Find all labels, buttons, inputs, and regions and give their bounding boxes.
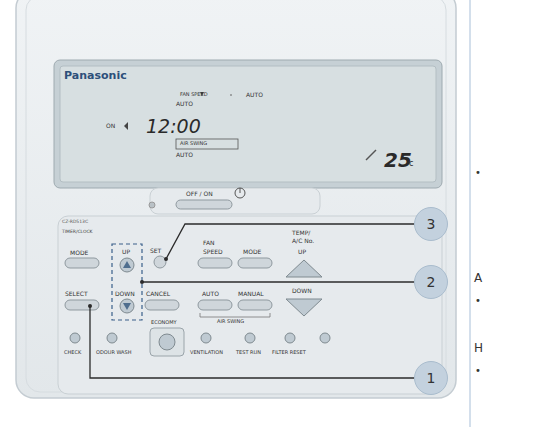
button-label: MANUAL xyxy=(238,291,264,297)
callout-circle: 2 xyxy=(414,265,448,299)
lcd-text: FAN SPEED xyxy=(180,92,208,97)
callout-circle: 1 xyxy=(414,361,448,395)
button-label: A/C No. xyxy=(292,238,314,244)
button-label: AIR SWING xyxy=(217,319,244,324)
page-text: A xyxy=(474,272,482,284)
button-label: ECONOMY xyxy=(151,320,177,325)
lcd-unit: c xyxy=(409,160,413,168)
lcd-text: AIR SWING xyxy=(180,141,207,146)
button-label: UP xyxy=(298,249,306,255)
brand-name: Panasonic xyxy=(64,70,127,81)
bullet: • xyxy=(475,366,481,376)
button-label: SELECT xyxy=(65,291,88,297)
callout-number: 1 xyxy=(427,371,436,385)
button-label: OFF / ON xyxy=(186,191,213,197)
lcd-text: AUTO xyxy=(176,101,193,107)
button-label: TIMER/CLOCK xyxy=(62,230,93,235)
button-label: AUTO xyxy=(202,291,219,297)
button-label: MODE xyxy=(243,249,261,255)
button-label: FAN xyxy=(203,240,215,246)
model-number: CZ-RD513C xyxy=(62,220,88,225)
bullet: • xyxy=(475,168,481,178)
button-label: TEST RUN xyxy=(236,350,261,355)
lcd-text: AUTO xyxy=(176,152,193,158)
lcd-text: ON xyxy=(106,123,115,129)
button-label: VENTILATION xyxy=(190,350,223,355)
button-label: DOWN xyxy=(115,291,135,297)
bullet: • xyxy=(475,296,481,306)
button-label: TEMP/ xyxy=(292,230,310,236)
lcd-text: AUTO xyxy=(246,92,263,98)
lcd-temperature: 25 xyxy=(384,150,412,170)
button-label: ODOUR WASH xyxy=(96,350,131,355)
button-label: FILTER RESET xyxy=(272,350,306,355)
button-label: SET xyxy=(150,248,161,254)
lcd-clock: 12:00 xyxy=(146,117,201,136)
page-text: H xyxy=(474,342,483,354)
button-label: CHECK xyxy=(64,350,81,355)
button-label: MODE xyxy=(70,250,88,256)
callout-number: 2 xyxy=(427,275,436,289)
button-label: SPEED xyxy=(203,249,223,255)
button-label: CANCEL xyxy=(146,291,170,297)
callout-circle: 3 xyxy=(414,207,448,241)
callout-number: 3 xyxy=(427,217,436,231)
button-label: DOWN xyxy=(292,288,312,294)
button-label: UP xyxy=(122,249,130,255)
